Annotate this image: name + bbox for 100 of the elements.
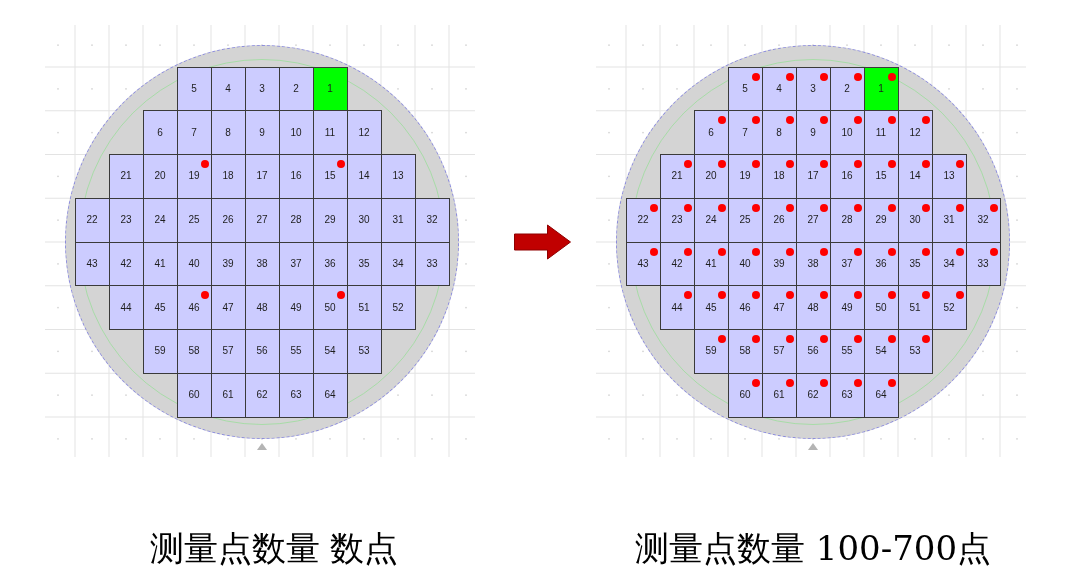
die: [346, 329, 382, 374]
die-number: 21: [671, 171, 683, 182]
die-number: 62: [807, 390, 819, 401]
die-number: 43: [86, 258, 98, 269]
die: [659, 154, 695, 199]
die: [829, 329, 865, 374]
die-number: 24: [705, 215, 717, 226]
die: [727, 329, 763, 374]
die: [863, 197, 899, 243]
die: [244, 197, 280, 243]
die-number: 31: [943, 215, 955, 226]
die: [142, 329, 178, 374]
die-number: 23: [120, 215, 132, 226]
die-number: 4: [225, 83, 231, 94]
die-number: 29: [875, 215, 887, 226]
die-number: 28: [290, 215, 302, 226]
die-number: 22: [86, 215, 98, 226]
die: [414, 241, 450, 287]
die: [312, 154, 348, 199]
die: [693, 329, 729, 374]
die: [278, 285, 314, 330]
die-number: 20: [154, 171, 166, 182]
die-number: 55: [290, 346, 302, 357]
die: [693, 110, 729, 155]
die: [863, 329, 899, 374]
die: [761, 110, 797, 155]
die: [795, 154, 831, 199]
die: [210, 154, 246, 199]
die: [346, 285, 382, 330]
die-number: 38: [256, 258, 268, 269]
wafer-label: 测量点数量 数点: [149, 531, 399, 565]
die-number: 42: [120, 258, 132, 269]
die: [278, 154, 314, 199]
wafer-label: 测量点数量 100-700点: [634, 531, 992, 565]
die-number: 28: [841, 215, 853, 226]
die-number: 16: [841, 171, 853, 182]
die-number: 64: [875, 390, 887, 401]
die-number: 49: [290, 302, 302, 313]
die-number: 13: [392, 171, 404, 182]
die-number: 32: [977, 215, 989, 226]
die: [108, 285, 144, 330]
die-number: 37: [841, 258, 853, 269]
die: [142, 197, 178, 243]
die-number: 48: [807, 302, 819, 313]
die-number: 13: [943, 171, 955, 182]
die: [727, 154, 763, 199]
die: [346, 110, 382, 155]
die-number: 47: [773, 302, 785, 313]
die-number: 62: [256, 390, 268, 401]
die: [380, 154, 416, 199]
die-number: 9: [810, 127, 816, 138]
die: [795, 329, 831, 374]
die: [176, 197, 212, 243]
die-number: 6: [708, 127, 714, 138]
die-number: 16: [290, 171, 302, 182]
die-number: 53: [358, 346, 370, 357]
die-number: 17: [807, 171, 819, 182]
die: [414, 197, 450, 243]
die-number: 1: [878, 83, 884, 94]
die-number: 4: [776, 83, 782, 94]
die: [108, 154, 144, 199]
die-number: 26: [222, 215, 234, 226]
die: [931, 154, 967, 199]
die-number: 23: [671, 215, 683, 226]
die: [346, 154, 382, 199]
die-number: 61: [222, 390, 234, 401]
die-number: 54: [324, 346, 336, 357]
die-number: 12: [909, 127, 921, 138]
die-number: 8: [225, 127, 231, 138]
die-number: 6: [157, 127, 163, 138]
die: [897, 197, 933, 243]
die: [829, 154, 865, 199]
die-number: 44: [671, 302, 683, 313]
die-number: 59: [705, 346, 717, 357]
die: [210, 66, 246, 112]
die-number: 51: [909, 302, 921, 313]
die-number: 58: [188, 346, 200, 357]
die-number: 30: [358, 215, 370, 226]
die-number: 48: [256, 302, 268, 313]
die-number: 21: [120, 171, 132, 182]
die: [727, 285, 763, 330]
die: [897, 329, 933, 374]
die: [244, 372, 280, 418]
die: [931, 197, 967, 243]
die: [897, 154, 933, 199]
die: [278, 372, 314, 418]
die-number: 56: [807, 346, 819, 357]
die: [693, 154, 729, 199]
die: [312, 110, 348, 155]
die-number: 11: [324, 127, 336, 138]
die: [795, 197, 831, 243]
die: [176, 66, 212, 112]
die: [659, 197, 695, 243]
die: [761, 372, 797, 418]
die-number: 46: [739, 302, 751, 313]
die-number: 19: [739, 171, 751, 182]
die-number: 15: [875, 171, 887, 182]
die-number: 10: [290, 127, 302, 138]
die-number: 25: [188, 215, 200, 226]
die-number: 20: [705, 171, 717, 182]
